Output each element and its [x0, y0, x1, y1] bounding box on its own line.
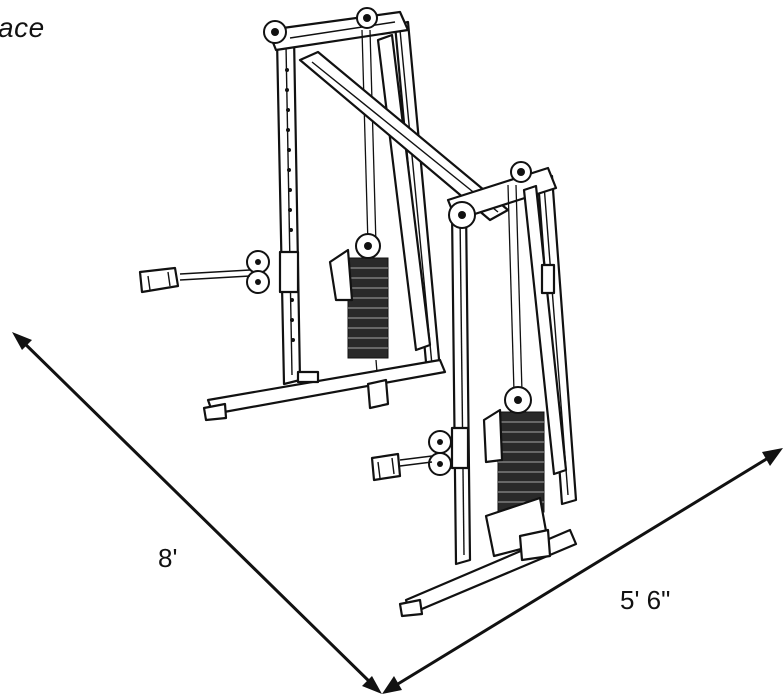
width-dimension-label: 5' 6" [620, 585, 671, 615]
right-weight-stack [482, 386, 545, 513]
depth-dimension-arrow [12, 332, 382, 694]
left-base-rail [206, 358, 447, 416]
right-rear-brace [522, 184, 568, 476]
right-handle-assembly [370, 426, 470, 482]
left-rear-foot [366, 378, 390, 410]
right-foot [398, 598, 424, 618]
left-handle-assembly [138, 250, 300, 294]
left-tower [138, 7, 447, 422]
left-foot [202, 402, 228, 422]
left-upright-holes [285, 68, 295, 342]
right-tower [370, 161, 578, 618]
depth-dimension-label: 8' [158, 543, 178, 573]
diagram-title: ace [0, 12, 45, 43]
left-weight-stack [328, 233, 389, 359]
width-dimension-arrow [382, 448, 783, 694]
